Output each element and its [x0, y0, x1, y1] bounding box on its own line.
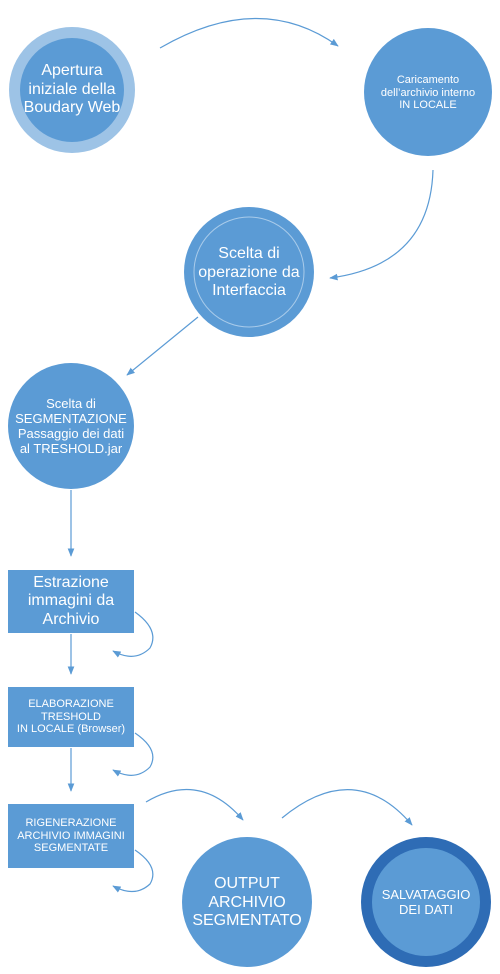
- loop-box3: [112, 849, 154, 893]
- label-output-archivio: OUTPUT ARCHIVIO SEGMENTATO: [192, 875, 302, 930]
- label-caricamento-archivio: Caricamento dell’archivio interno IN LOC…: [380, 74, 476, 112]
- loop-box1: [112, 611, 154, 658]
- box-estrazione-immagini: [8, 570, 134, 633]
- connector-3-to-4: [126, 316, 199, 376]
- connector-box3-to-5: [145, 788, 244, 821]
- node-caricamento-archivio: [364, 28, 492, 156]
- box-rigenerazione-archivio: [8, 804, 134, 868]
- node-scelta-segmentazione: [8, 363, 134, 489]
- label-scelta-operazione: Scelta di operazione da Interfaccia: [198, 245, 300, 300]
- node-salvataggio-dati: [361, 837, 491, 967]
- node-apertura-iniziale: [9, 27, 135, 153]
- label-estrazione-immagini: Estrazione immagini da Archivio: [27, 573, 115, 628]
- node-scelta-operazione: [184, 207, 314, 337]
- label-scelta-segmentazione: Scelta di SEGMENTAZIONE Passaggio dei da…: [15, 396, 127, 456]
- box-elaborazione-treshold: [8, 687, 134, 747]
- label-apertura-iniziale: Apertura iniziale della Boudary Web: [23, 62, 121, 117]
- label-elaborazione-treshold: ELABORAZIONE TRESHOLD IN LOCALE (Browser…: [16, 698, 126, 736]
- connector-5-to-6: [281, 789, 413, 826]
- label-salvataggio-dati: SALVATAGGIO DEI DATI: [381, 887, 471, 917]
- loop-box2: [112, 732, 154, 777]
- connector-1-to-2: [159, 17, 339, 49]
- label-rigenerazione-archivio: RIGENERAZIONE ARCHIVIO IMMAGINI SEGMENTA…: [17, 817, 125, 855]
- node-output-archivio: [182, 837, 312, 967]
- connector-2-to-3: [329, 169, 434, 281]
